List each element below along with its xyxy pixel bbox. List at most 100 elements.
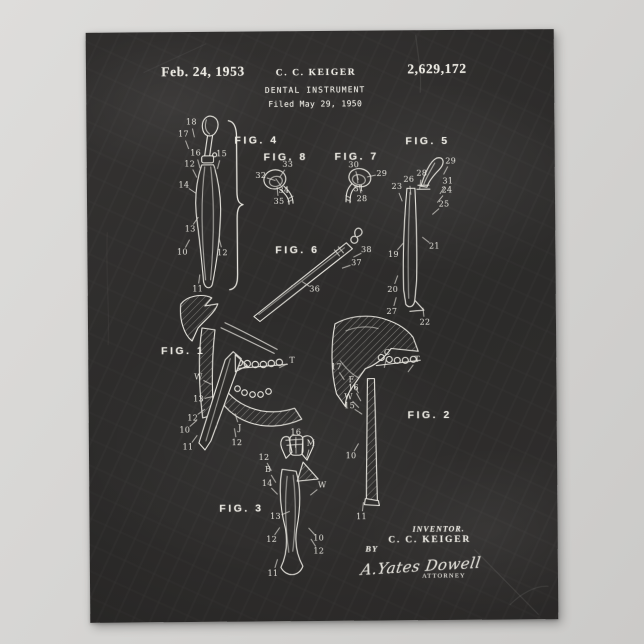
leader-line — [188, 188, 197, 195]
inventor-caption: INVENTOR. — [412, 524, 465, 534]
leader-line — [294, 438, 297, 448]
leader-line — [310, 488, 318, 496]
callout-fig7-30: 30 — [348, 160, 360, 170]
leader-line — [278, 169, 285, 178]
callout-fig3-10: 10 — [313, 533, 325, 543]
leader-line — [398, 192, 403, 202]
leader-line — [185, 140, 190, 149]
callout-fig2-10: 10 — [345, 451, 357, 461]
callout-fig2-C: C — [383, 347, 391, 358]
figure-label-fig3: FIG. 3 — [219, 502, 264, 515]
callout-fig1-J: J — [238, 423, 242, 433]
callout-fig5-21: 21 — [428, 241, 440, 251]
callout-fig5-20: 20 — [387, 284, 399, 294]
callout-fig8-35: 35 — [273, 196, 285, 206]
leader-line — [352, 252, 362, 258]
callout-fig5-24: 24 — [441, 185, 453, 195]
callout-fig5-26: 26 — [403, 174, 415, 184]
leader-line — [419, 179, 422, 189]
leader-line — [197, 274, 201, 284]
leader-line — [218, 238, 222, 248]
leader-line — [266, 177, 276, 181]
callout-fig5-19: 19 — [388, 249, 399, 259]
callout-fig6-38: 38 — [360, 245, 372, 255]
callout-fig6-36: 36 — [309, 284, 321, 294]
fig5-drawing — [402, 157, 444, 312]
leader-line — [204, 395, 214, 399]
callout-fig4-17: 17 — [178, 129, 189, 139]
callout-fig3-11: 11 — [267, 568, 279, 578]
callout-fig5-27: 27 — [386, 306, 398, 316]
leader-line — [443, 166, 449, 175]
callout-fig3-12: 12 — [313, 546, 325, 556]
by-label: BY — [365, 543, 379, 554]
callout-fig2-16: 16 — [348, 383, 359, 393]
patent-drawing-canvas — [106, 34, 549, 615]
figure-label-fig2: FIG. 2 — [407, 408, 452, 422]
callout-fig4-16: 16 — [190, 148, 202, 158]
callout-fig5-23: 23 — [391, 181, 403, 191]
leader-line — [354, 409, 363, 416]
leader-line — [408, 185, 411, 195]
leader-line — [422, 307, 425, 317]
leader-line — [432, 208, 440, 215]
leader-line — [342, 264, 351, 269]
callout-fig8-34: 34 — [278, 185, 290, 195]
leader-line — [361, 502, 364, 512]
leader-line — [184, 239, 190, 248]
leader-line — [274, 559, 278, 569]
leader-line — [394, 275, 399, 285]
callout-fig4-15: 15 — [216, 149, 228, 159]
leader-line — [233, 428, 237, 438]
fig8-drawing — [263, 169, 294, 205]
fig2-drawing — [331, 315, 421, 507]
callout-fig1-10: 10 — [179, 425, 191, 435]
fig4-drawing — [195, 115, 244, 291]
callout-fig3-13: 13 — [270, 511, 281, 521]
callout-fig4-18: 18 — [185, 117, 197, 127]
leader-line — [355, 393, 362, 402]
leader-line — [383, 358, 387, 368]
attorney-label: ATTORNEY — [422, 572, 466, 580]
leader-line — [197, 409, 206, 416]
leader-line — [339, 372, 345, 381]
patent-poster: Feb. 24, 1953 C. C. KEIGER DENTAL INSTRU… — [85, 29, 559, 623]
callout-fig4-10: 10 — [176, 247, 188, 257]
callout-fig2-17: 17 — [330, 362, 342, 372]
fig7-drawing — [345, 168, 372, 204]
fig3-drawing — [279, 434, 319, 576]
leader-line — [306, 449, 310, 459]
leader-line — [278, 362, 288, 368]
callout-fig1-13: 13 — [193, 394, 204, 404]
leader-line — [234, 413, 239, 423]
leader-line — [280, 510, 290, 515]
callout-fig4-12: 12 — [184, 159, 196, 169]
leader-line — [196, 159, 201, 169]
callout-fig5-28: 28 — [416, 168, 428, 178]
callout-fig8-32: 32 — [255, 170, 267, 181]
figure-label-fig5: FIG. 5 — [405, 134, 450, 148]
callout-fig1-11: 11 — [182, 442, 194, 452]
figure-label-fig6: FIG. 6 — [275, 244, 320, 257]
leader-line — [407, 364, 415, 373]
callout-fig4-11: 11 — [192, 284, 204, 294]
callout-fig2-W: W — [344, 392, 353, 402]
leader-line — [217, 159, 221, 169]
figure-label-fig4: FIG. 4 — [234, 134, 279, 147]
leader-line — [271, 487, 279, 496]
callout-fig5-29: 29 — [445, 156, 457, 166]
leader-line — [353, 443, 360, 452]
leader-line — [367, 174, 377, 178]
callout-fig2-T: T — [414, 354, 421, 364]
leader-line — [191, 169, 197, 179]
callout-fig6-37: 37 — [351, 258, 362, 268]
callout-fig5-31: 31 — [442, 176, 454, 186]
figure-label-fig1: FIG. 1 — [161, 344, 206, 358]
callout-fig3-12: 12 — [258, 452, 270, 463]
callout-fig5-25: 25 — [438, 199, 450, 209]
fig6-drawing — [253, 227, 363, 323]
chalk-scratches — [106, 34, 549, 615]
callout-fig1-W: W — [194, 372, 203, 382]
